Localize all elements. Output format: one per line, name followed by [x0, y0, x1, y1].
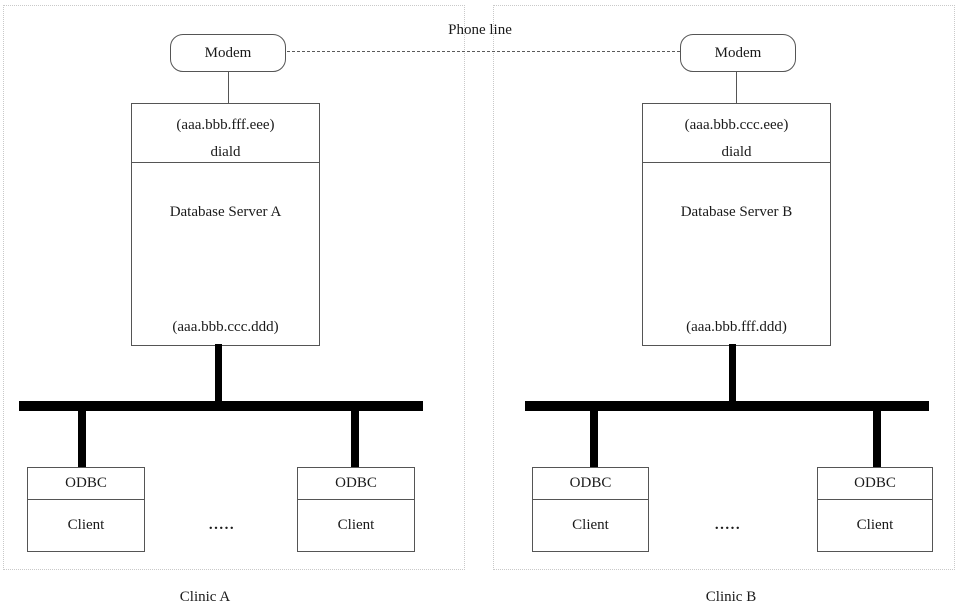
- lan-bus-a: [19, 401, 423, 411]
- server-b-name: Database Server B: [680, 204, 793, 220]
- modem-b: Modem: [680, 34, 796, 72]
- clinic-a-label: Clinic A: [179, 589, 231, 605]
- server-a-wan-ip: (aaa.bbb.fff.eee): [176, 117, 275, 133]
- phone-line-label: Phone line: [448, 22, 512, 38]
- client-b1-client-label: Client: [572, 517, 609, 533]
- clinic-b-label: Clinic B: [705, 589, 757, 605]
- server-a-lan-ip: (aaa.bbb.ccc.ddd): [172, 319, 279, 335]
- client-a2-box: ODBC Client: [297, 467, 415, 552]
- clinic-a-frame: [3, 5, 465, 570]
- server-a-box: (aaa.bbb.fff.eee) diald Database Server …: [131, 103, 320, 346]
- server-a-trunk-line: [215, 344, 222, 402]
- server-b-lan-ip: (aaa.bbb.fff.ddd): [686, 319, 787, 335]
- server-b-daemon: diald: [721, 144, 752, 160]
- client-b1-drop-line: [590, 411, 598, 467]
- server-b-header: (aaa.bbb.ccc.eee) diald: [643, 104, 830, 163]
- server-b-trunk-line: [729, 344, 736, 402]
- client-a1-odbc-label: ODBC: [28, 468, 144, 500]
- phone-line-dashed-connector: [287, 51, 680, 52]
- modem-b-server-connector: [736, 72, 737, 103]
- server-b-wan-ip: (aaa.bbb.ccc.eee): [684, 117, 789, 133]
- server-b-box: (aaa.bbb.ccc.eee) diald Database Server …: [642, 103, 831, 346]
- modem-a: Modem: [170, 34, 286, 72]
- clinic-b-frame: [493, 5, 955, 570]
- clinic-a-ellipsis: .....: [208, 517, 236, 533]
- clinic-b-ellipsis: .....: [714, 517, 742, 533]
- client-b2-client-label: Client: [856, 517, 894, 533]
- client-a2-odbc-label: ODBC: [298, 468, 414, 500]
- server-a-header: (aaa.bbb.fff.eee) diald: [132, 104, 319, 163]
- client-a2-drop-line: [351, 411, 359, 467]
- modem-a-label: Modem: [204, 44, 252, 61]
- client-a2-client-label: Client: [337, 517, 375, 533]
- modem-b-label: Modem: [714, 44, 762, 61]
- server-a-daemon: diald: [210, 144, 241, 160]
- client-b1-box: ODBC Client: [532, 467, 649, 552]
- client-a1-drop-line: [78, 411, 86, 467]
- server-a-name: Database Server A: [169, 204, 282, 220]
- modem-a-server-connector: [228, 72, 229, 103]
- client-b2-odbc-label: ODBC: [818, 468, 932, 500]
- client-b1-odbc-label: ODBC: [533, 468, 648, 500]
- client-b2-box: ODBC Client: [817, 467, 933, 552]
- client-a1-box: ODBC Client: [27, 467, 145, 552]
- client-b2-drop-line: [873, 411, 881, 467]
- lan-bus-b: [525, 401, 929, 411]
- client-a1-client-label: Client: [67, 517, 105, 533]
